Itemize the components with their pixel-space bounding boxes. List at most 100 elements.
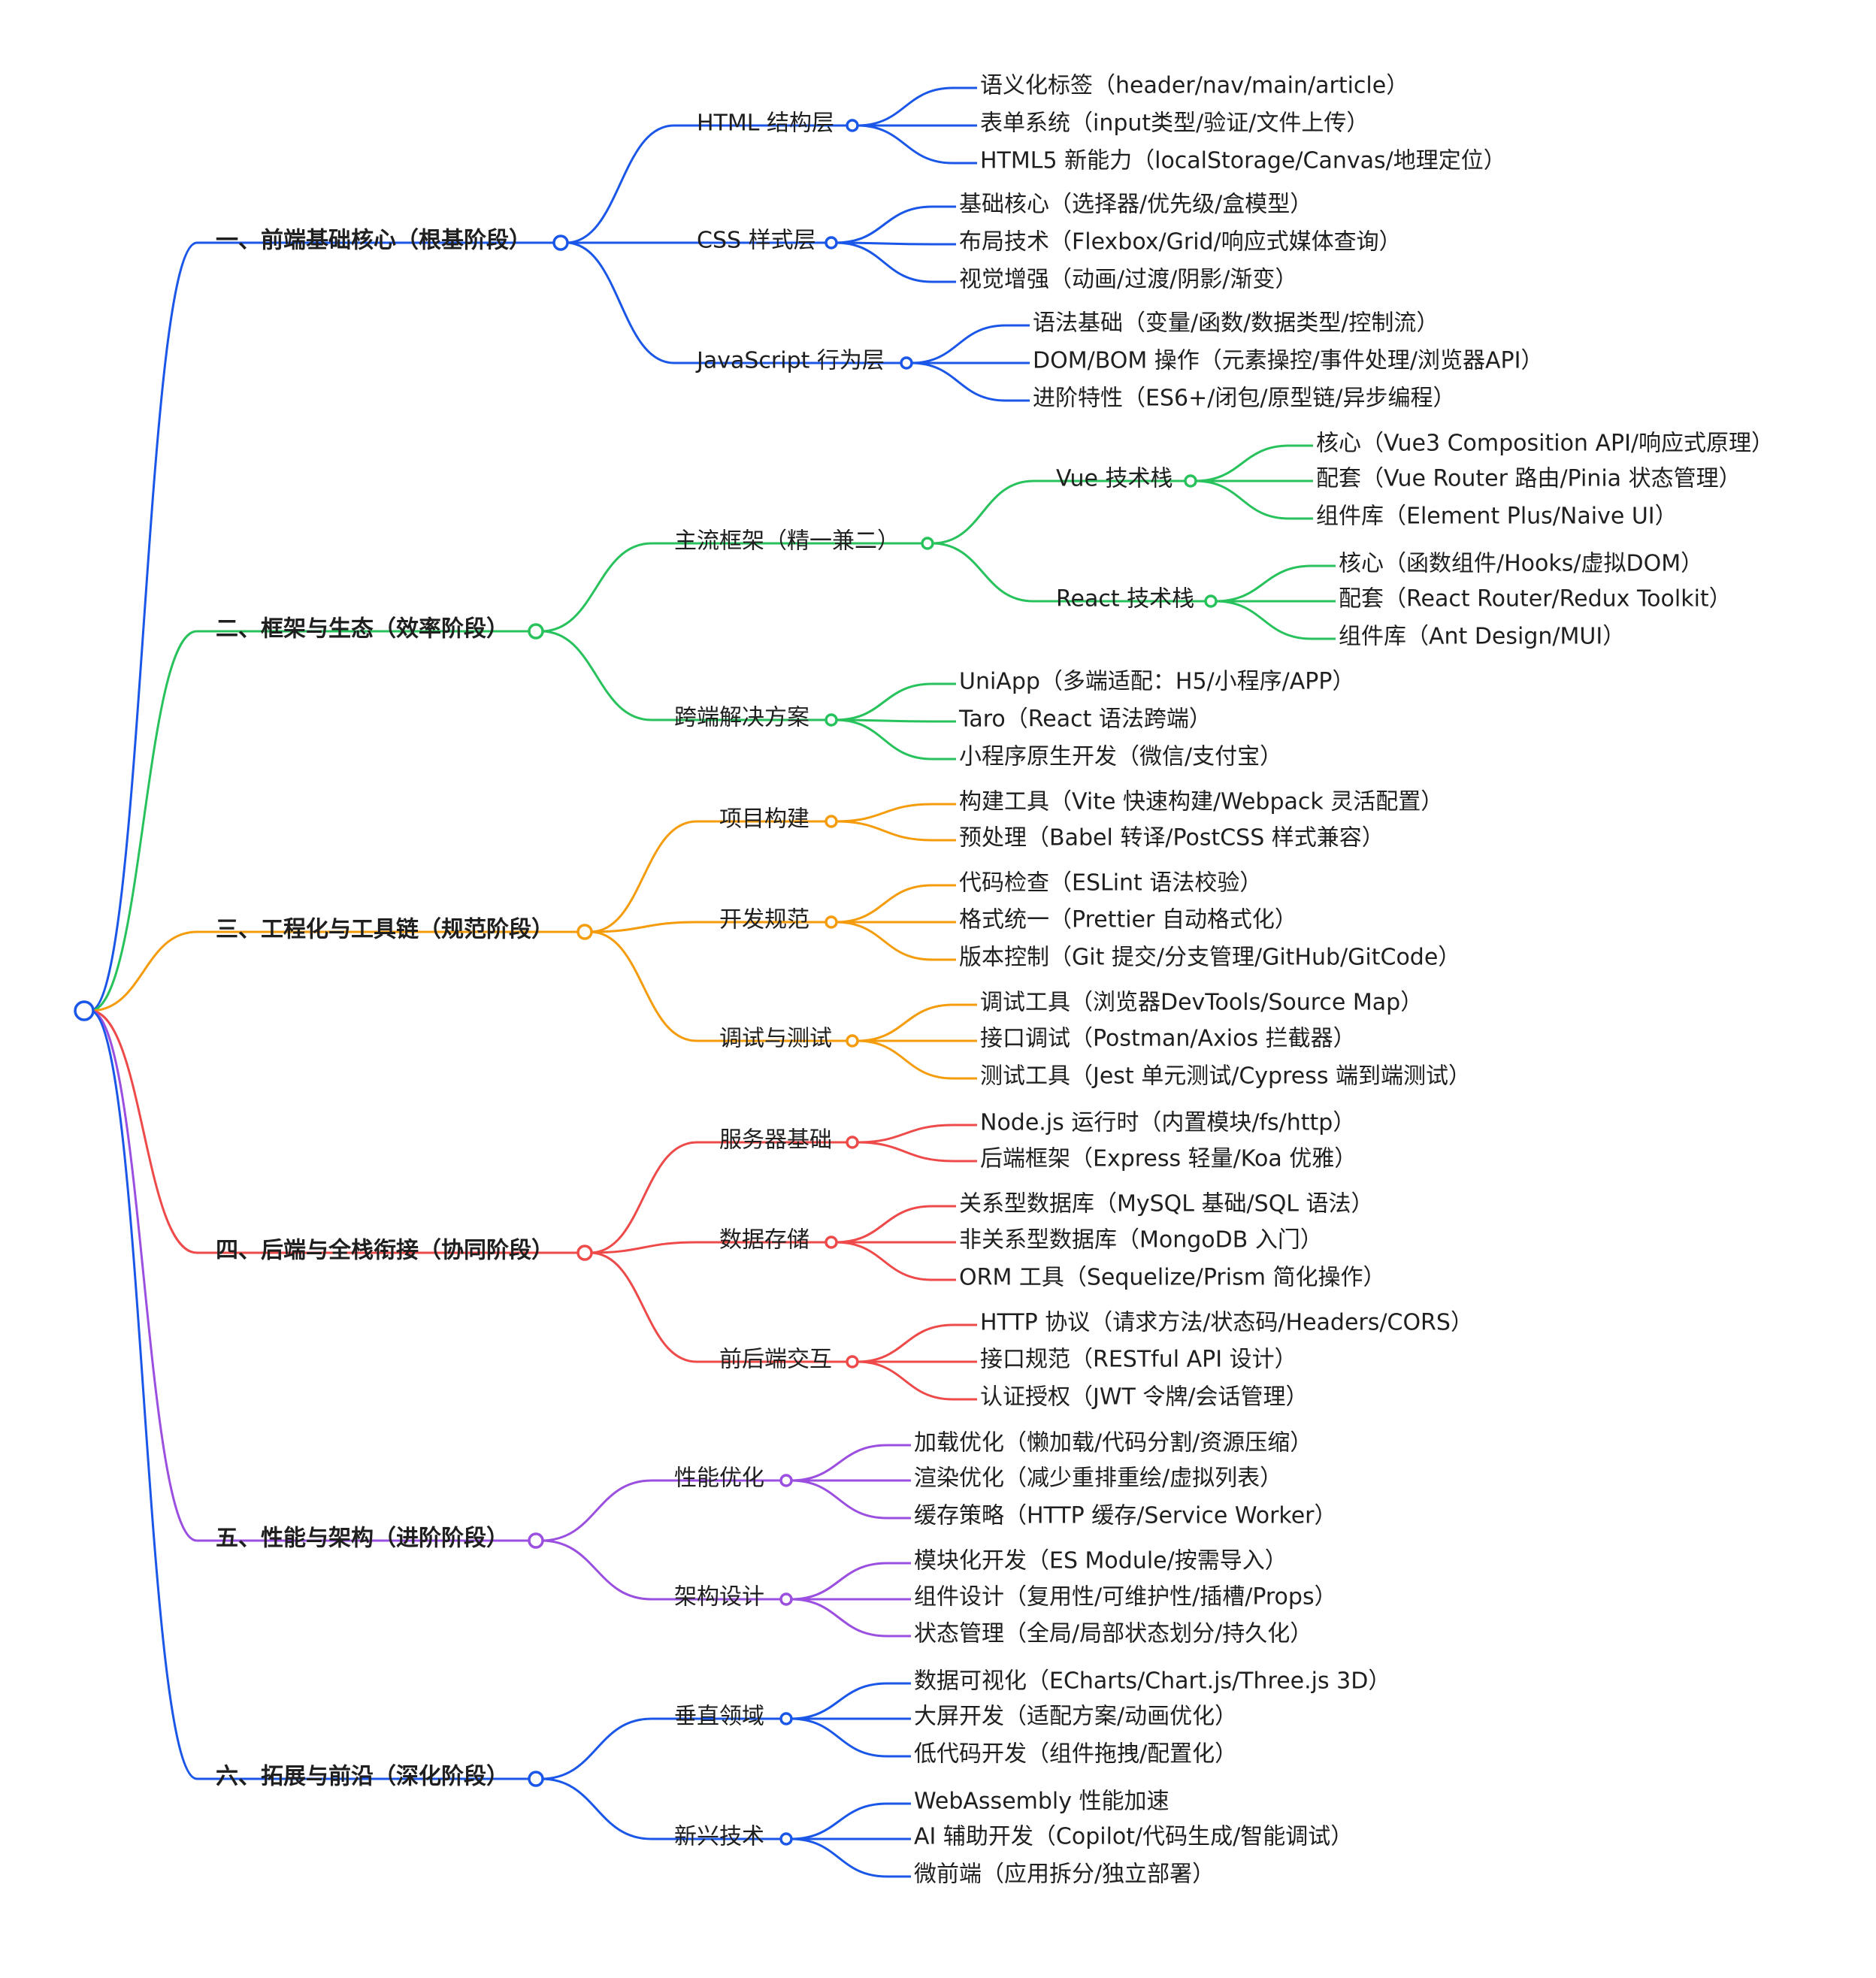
leaf-label: 关系型数据库（MySQL 基础/SQL 语法） <box>959 1191 1374 1217</box>
topic-toggle[interactable] <box>900 356 913 370</box>
leaf-label: 布局技术（Flexbox/Grid/响应式媒体查询） <box>959 229 1402 256</box>
leaf-connector <box>790 1598 888 1638</box>
leaf-label: 接口调试（Postman/Axios 拦截器） <box>980 1026 1356 1052</box>
leaf-label: 语义化标签（header/nav/main/article） <box>980 73 1409 99</box>
leaf-connector <box>835 884 933 924</box>
leaf-label: 后端框架（Express 轻量/Koa 优雅） <box>980 1146 1357 1172</box>
leaf-connector <box>910 324 1006 364</box>
topic-label: 跨端解决方案 <box>674 705 809 731</box>
leaf-connector <box>790 1837 888 1878</box>
branch-connector <box>89 930 198 1012</box>
leaf-connector <box>790 1717 888 1758</box>
topic-toggle[interactable] <box>846 1355 859 1369</box>
leaf-connector <box>790 1802 888 1840</box>
leaf-label: 配套（Vue Router 路由/Pinia 状态管理） <box>1316 466 1741 492</box>
branch-toggle[interactable] <box>528 1532 544 1549</box>
branch-label: 一、前端基础核心（根基阶段） <box>216 228 531 254</box>
topic-label: 主流框架（精一兼二） <box>674 528 900 555</box>
branch-label: 三、工程化与工具链（规范阶段） <box>216 917 554 943</box>
leaf-connector <box>835 718 933 761</box>
root-node[interactable] <box>74 1000 95 1021</box>
leaf-label: 状态管理（全局/局部状态划分/持久化） <box>914 1621 1312 1647</box>
topic-toggle[interactable] <box>846 119 859 132</box>
topic-connector <box>565 124 675 244</box>
leaf-label: 模块化开发（ES Module/按需导入） <box>914 1548 1287 1574</box>
topic-toggle[interactable] <box>825 915 838 929</box>
leaf-label: 缓存策略（HTTP 缓存/Service Worker） <box>914 1503 1337 1529</box>
topic-toggle[interactable] <box>825 815 838 828</box>
topic-toggle[interactable] <box>846 1034 859 1048</box>
branch-toggle[interactable] <box>576 924 593 940</box>
topic-label: 性能优化 <box>674 1465 764 1492</box>
branch-label: 六、拓展与前沿（深化阶段） <box>216 1764 509 1790</box>
leaf-label: 预处理（Babel 转译/PostCSS 样式兼容） <box>959 825 1384 851</box>
branch-label: 四、后端与全栈衔接（协同阶段） <box>216 1238 554 1264</box>
branch-toggle[interactable] <box>528 623 544 640</box>
leaf-connector <box>835 205 933 244</box>
leaf-label: HTTP 协议（请求方法/状态码/Headers/CORS） <box>980 1310 1473 1336</box>
leaf-label: 配套（React Router/Redux Toolkit） <box>1339 586 1732 612</box>
branch-toggle[interactable] <box>552 234 569 251</box>
topic-connector <box>540 1717 652 1780</box>
leaf-connector <box>835 921 933 961</box>
subtopic-label: React 技术栈 <box>1056 586 1194 612</box>
leaf-label: ORM 工具（Sequelize/Prism 简化操作） <box>959 1265 1386 1291</box>
leaf-connector <box>856 1003 954 1042</box>
leaf-label: 核心（Vue3 Composition API/响应式原理） <box>1316 431 1774 457</box>
topic-label: 服务器基础 <box>719 1127 832 1154</box>
branch-connector <box>89 630 198 1012</box>
leaf-label: 数据可视化（ECharts/Chart.js/Three.js 3D） <box>914 1668 1390 1695</box>
subtopic-label: Vue 技术栈 <box>1056 466 1173 492</box>
leaf-connector <box>790 1682 888 1720</box>
branch-connector <box>89 1009 198 1542</box>
topic-toggle[interactable] <box>825 236 838 250</box>
branch-toggle[interactable] <box>528 1771 544 1787</box>
subtopic-connector <box>931 479 1034 545</box>
leaf-connector <box>1215 600 1312 640</box>
subtopic-toggle[interactable] <box>1204 594 1218 608</box>
branch-toggle[interactable] <box>576 1245 593 1261</box>
topic-toggle[interactable] <box>779 1712 793 1725</box>
branch-connector <box>89 1009 198 1254</box>
topic-toggle[interactable] <box>779 1592 793 1606</box>
leaf-label: 渲染优化（减少重排重绘/虚拟列表） <box>914 1465 1282 1492</box>
topic-connector <box>589 1141 697 1254</box>
leaf-connector <box>1215 564 1312 603</box>
leaf-connector <box>1194 479 1290 520</box>
leaf-label: 非关系型数据库（MongoDB 入门） <box>959 1227 1323 1254</box>
topic-connector <box>540 630 652 721</box>
topic-toggle[interactable] <box>779 1474 793 1487</box>
leaf-connector <box>856 1039 954 1080</box>
topic-connector <box>589 1241 697 1254</box>
topic-toggle[interactable] <box>825 1235 838 1249</box>
leaf-connector <box>835 682 933 721</box>
leaf-connector <box>790 1444 888 1482</box>
leaf-connector <box>1194 444 1290 482</box>
topic-toggle[interactable] <box>846 1136 859 1149</box>
leaf-connector <box>790 1479 888 1520</box>
leaf-label: 测试工具（Jest 单元测试/Cypress 端到端测试） <box>980 1063 1471 1090</box>
topic-connector <box>540 1777 652 1840</box>
topic-connector <box>540 542 652 633</box>
topic-toggle[interactable] <box>779 1832 793 1846</box>
leaf-label: 语法基础（变量/函数/数据类型/控制流） <box>1033 310 1439 337</box>
leaf-label: 代码检查（ESLint 语法校验） <box>959 870 1262 897</box>
topic-label: 前后端交互 <box>719 1347 832 1373</box>
leaf-label: 组件库（Element Plus/Naive UI） <box>1316 504 1678 530</box>
branch-connector <box>89 241 198 1012</box>
subtopic-toggle[interactable] <box>1184 474 1197 488</box>
topic-label: 开发规范 <box>719 907 809 933</box>
topic-toggle[interactable] <box>921 537 934 550</box>
leaf-connector <box>910 361 1006 402</box>
leaf-label: Taro（React 语法跨端） <box>958 706 1212 733</box>
leaf-label: 小程序原生开发（微信/支付宝） <box>959 744 1282 770</box>
leaf-label: 格式统一（Prettier 自动格式化） <box>959 907 1297 933</box>
topic-label: 调试与测试 <box>719 1026 832 1052</box>
leaf-label: UniApp（多端适配：H5/小程序/APP） <box>959 669 1354 695</box>
topic-toggle[interactable] <box>825 713 838 727</box>
leaf-label: 组件库（Ant Design/MUI） <box>1339 624 1625 650</box>
leaf-connector <box>856 124 954 165</box>
leaf-connector <box>790 1562 888 1601</box>
topic-label: 架构设计 <box>674 1584 764 1611</box>
branch-label: 五、性能与架构（进阶阶段） <box>216 1526 509 1552</box>
